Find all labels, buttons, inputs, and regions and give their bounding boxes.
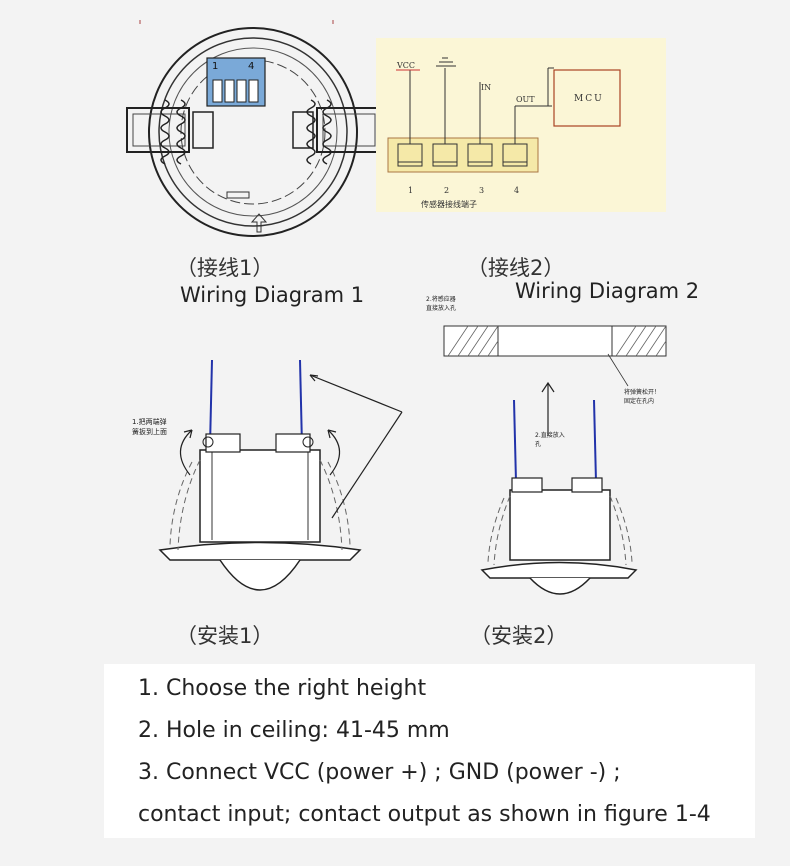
terminal-number-2: 2 <box>444 186 450 195</box>
install1-note-line1: 1.把两端弹 <box>132 418 167 426</box>
install2-note-right-line1: 将弹簧松开！ <box>624 389 661 396</box>
terminal-caption: 传感器接线端子 <box>421 200 477 209</box>
instruction-line-1: 1. Choose the right height <box>138 676 427 701</box>
install1-note: 1.把两端弹 簧扳到上面 <box>132 417 167 437</box>
instruction-line-2: 2. Hole in ceiling: 41-45 mm <box>138 718 450 743</box>
terminal-number-3: 3 <box>479 186 485 195</box>
wiring2-caption-en: Wiring Diagram 2 <box>515 279 700 303</box>
installation-1-drawing <box>158 359 403 591</box>
install2-note-top-line2: 直接放入孔 <box>426 305 457 312</box>
wiring1-caption-en: Wiring Diagram 1 <box>180 283 365 307</box>
out-label: OUT <box>516 95 535 104</box>
dip-label-4: 4 <box>248 61 255 72</box>
instruction-line-4: contact input; contact output as shown i… <box>138 802 711 827</box>
in-label: IN <box>481 83 492 92</box>
dip-label-1: 1 <box>212 61 219 72</box>
install2-note-right: 将弹簧松开！ 固定在孔内 <box>624 388 660 406</box>
install1-note-line2: 簧扳到上面 <box>132 428 167 436</box>
wiring-diagram-2-panel <box>376 38 666 212</box>
install2-note-mid-line2: 孔 <box>535 441 542 448</box>
install2-note-top-line1: 2.将感应器 <box>426 296 456 303</box>
install2-note-mid-line1: 2.直接放入 <box>535 432 565 439</box>
installation-2-drawing <box>443 325 667 595</box>
install2-note-right-line2: 固定在孔内 <box>624 398 655 405</box>
vcc-label: VCC <box>397 61 416 70</box>
install1-caption-cn: （安装1） <box>176 624 274 648</box>
wiring-diagram-2 <box>387 57 621 173</box>
wiring-diagram-1 <box>126 20 380 237</box>
instruction-line-3: 3. Connect VCC (power +) ; GND (power -)… <box>138 760 621 785</box>
wiring2-caption-cn: （接线2） <box>467 256 565 280</box>
install2-caption-cn: （安装2） <box>470 624 568 648</box>
terminal-number-1: 1 <box>408 186 414 195</box>
mcu-label: MCU <box>574 94 604 104</box>
wiring1-caption-cn: （接线1） <box>176 256 274 280</box>
install2-note-mid: 2.直接放入 孔 <box>535 431 565 449</box>
instructions-box: 1. Choose the right height 2. Hole in ce… <box>104 664 755 838</box>
terminal-number-4: 4 <box>514 186 520 195</box>
install2-note-top: 2.将感应器 直接放入孔 <box>426 295 456 313</box>
